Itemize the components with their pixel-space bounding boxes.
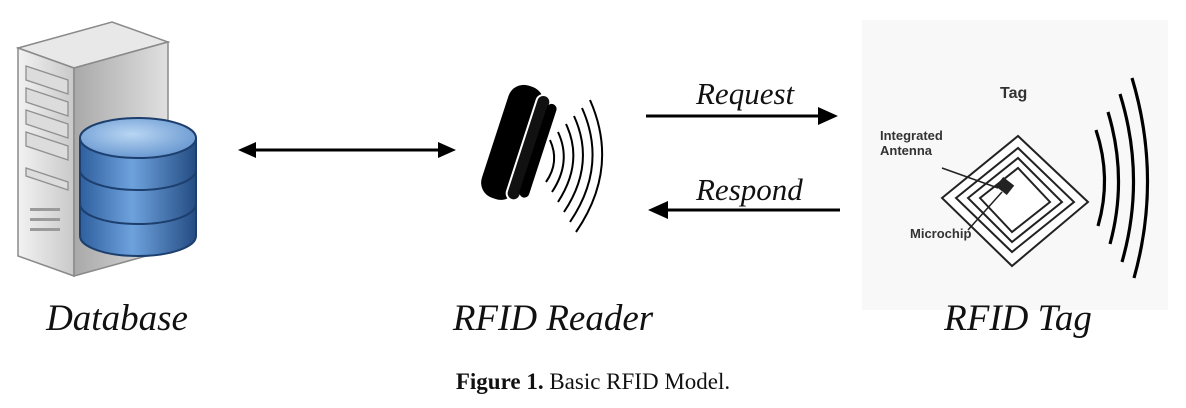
microchip-label: Microchip xyxy=(910,226,972,241)
figure-caption-text: Basic RFID Model. xyxy=(549,369,731,394)
rfid-tag-label: RFID Tag xyxy=(944,298,1092,339)
respond-label: Respond xyxy=(696,172,803,207)
request-arrow xyxy=(646,107,838,125)
rfid-reader-icon xyxy=(481,84,604,233)
figure-caption: Figure 1. Basic RFID Model. xyxy=(0,369,1186,395)
rfid-reader-label: RFID Reader xyxy=(452,298,654,339)
integrated-antenna-label: Integrated Antenna xyxy=(880,128,943,158)
respond-arrow xyxy=(648,201,840,219)
rfid-tag-icon xyxy=(940,77,1150,279)
tag-title: Tag xyxy=(1000,85,1028,102)
database-label: Database xyxy=(46,298,188,339)
figure-number: Figure 1. xyxy=(455,369,544,394)
database-reader-arrow xyxy=(238,142,456,158)
request-label: Request xyxy=(696,76,795,111)
database-server-icon xyxy=(15,21,197,278)
